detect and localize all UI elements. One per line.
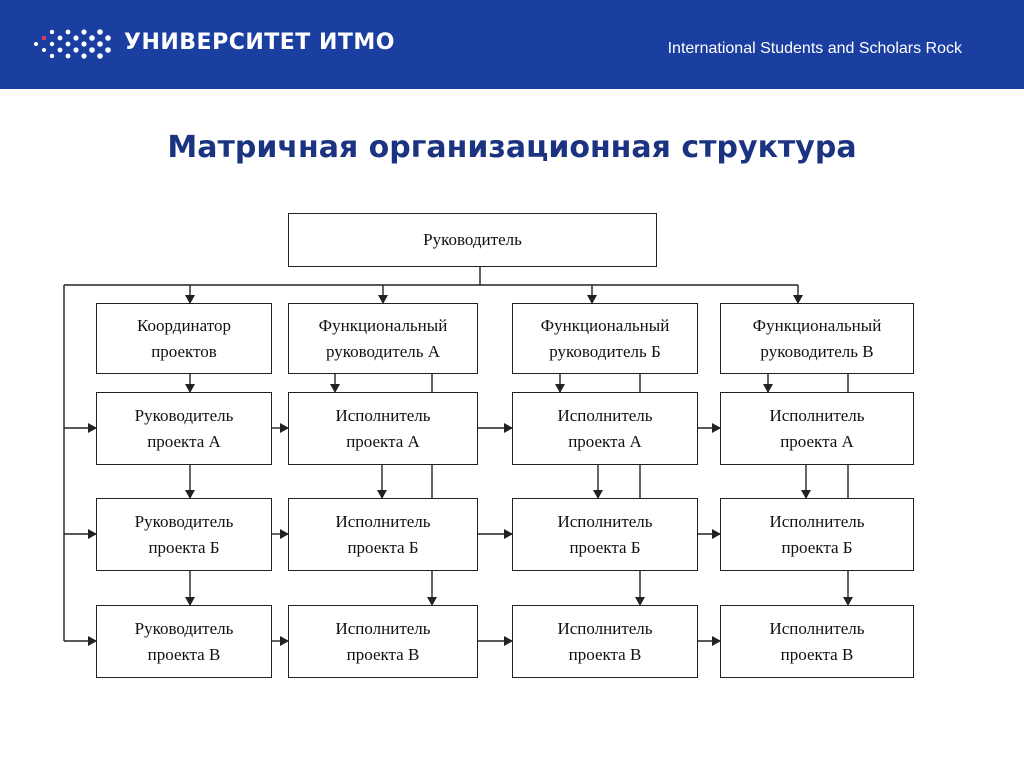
cell-box-c2-r3: Исполнитель проекта В	[288, 605, 478, 678]
cell-box-c2-r1: Исполнитель проекта А	[288, 392, 478, 465]
header-tagline: International Students and Scholars Rock	[667, 40, 962, 57]
cell-box-c3-r1: Исполнитель проекта А	[512, 392, 698, 465]
slide-header: УНИВЕРСИТЕТ ИТМО International Students …	[0, 0, 1024, 89]
cell-box-c1-r2: Руководитель проекта Б	[96, 498, 272, 571]
cell-box-c1-r1: Руководитель проекта А	[96, 392, 272, 465]
column-head-box-4: Функциональный руководитель В	[720, 303, 914, 374]
root-manager-box: Руководитель	[288, 213, 657, 267]
itmo-dot-logo-icon	[34, 29, 111, 59]
column-head-box-2: Функциональный руководитель А	[288, 303, 478, 374]
column-head-box-1: Координатор проектов	[96, 303, 272, 374]
column-head-box-3: Функциональный руководитель Б	[512, 303, 698, 374]
cell-box-c1-r3: Руководитель проекта В	[96, 605, 272, 678]
cell-box-c2-r2: Исполнитель проекта Б	[288, 498, 478, 571]
cell-box-c4-r1: Исполнитель проекта А	[720, 392, 914, 465]
slide-title: Матричная организационная структура	[167, 130, 857, 165]
university-logo-text: УНИВЕРСИТЕТ ИТМО	[124, 30, 395, 55]
cell-box-c3-r2: Исполнитель проекта Б	[512, 498, 698, 571]
cell-box-c3-r3: Исполнитель проекта В	[512, 605, 698, 678]
cell-box-c4-r3: Исполнитель проекта В	[720, 605, 914, 678]
cell-box-c4-r2: Исполнитель проекта Б	[720, 498, 914, 571]
